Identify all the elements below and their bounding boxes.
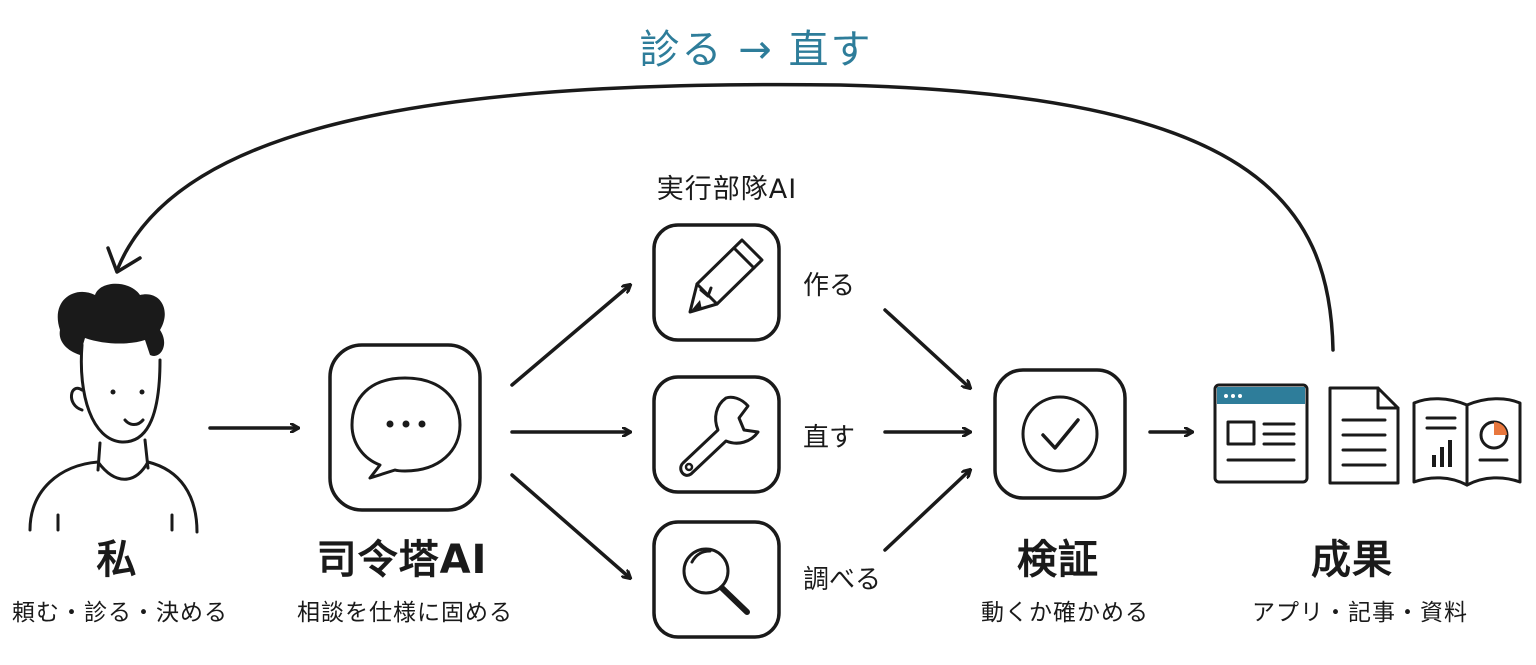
- executor-research-box: [652, 520, 781, 639]
- me-subtitle: 頼む・診る・決める: [12, 600, 228, 626]
- document-icon: [1328, 386, 1400, 485]
- arrow-commander-to-research: [510, 473, 630, 578]
- executor-research-label: 調べる: [803, 565, 882, 595]
- result-title: 成果: [1311, 537, 1393, 583]
- app-window-icon: [1213, 383, 1309, 484]
- feedback-loop-arrow: [106, 82, 1335, 352]
- verify-subtitle: 動くか確かめる: [981, 600, 1149, 626]
- checkmark-icon: [1021, 395, 1099, 473]
- executor-make-box: [652, 223, 781, 342]
- verify-title: 検証: [1017, 537, 1099, 583]
- commander-title: 司令塔AI: [316, 537, 488, 583]
- executor-fix-box: [652, 375, 781, 494]
- loop-label: 診る → 直す: [639, 27, 873, 73]
- wrench-icon: [679, 395, 760, 477]
- executor-fix-label: 直す: [803, 423, 856, 453]
- arrow-make-to-verify: [883, 308, 970, 388]
- person-icon: [28, 283, 199, 534]
- commander-chat-icon: [328, 343, 482, 512]
- executor-make-label: 作る: [803, 271, 856, 301]
- result-subtitle: アプリ・記事・資料: [1252, 600, 1468, 626]
- magnifier-icon: [682, 547, 750, 615]
- me-title: 私: [96, 537, 138, 583]
- arrow-research-to-verify: [883, 470, 970, 552]
- verify-box: [993, 368, 1127, 500]
- arrow-commander-to-make: [510, 285, 630, 387]
- report-book-icon: [1412, 397, 1522, 487]
- commander-subtitle: 相談を仕様に固める: [297, 600, 513, 626]
- pencil-icon: [688, 238, 764, 314]
- executors-group-label: 実行部隊AI: [656, 174, 798, 205]
